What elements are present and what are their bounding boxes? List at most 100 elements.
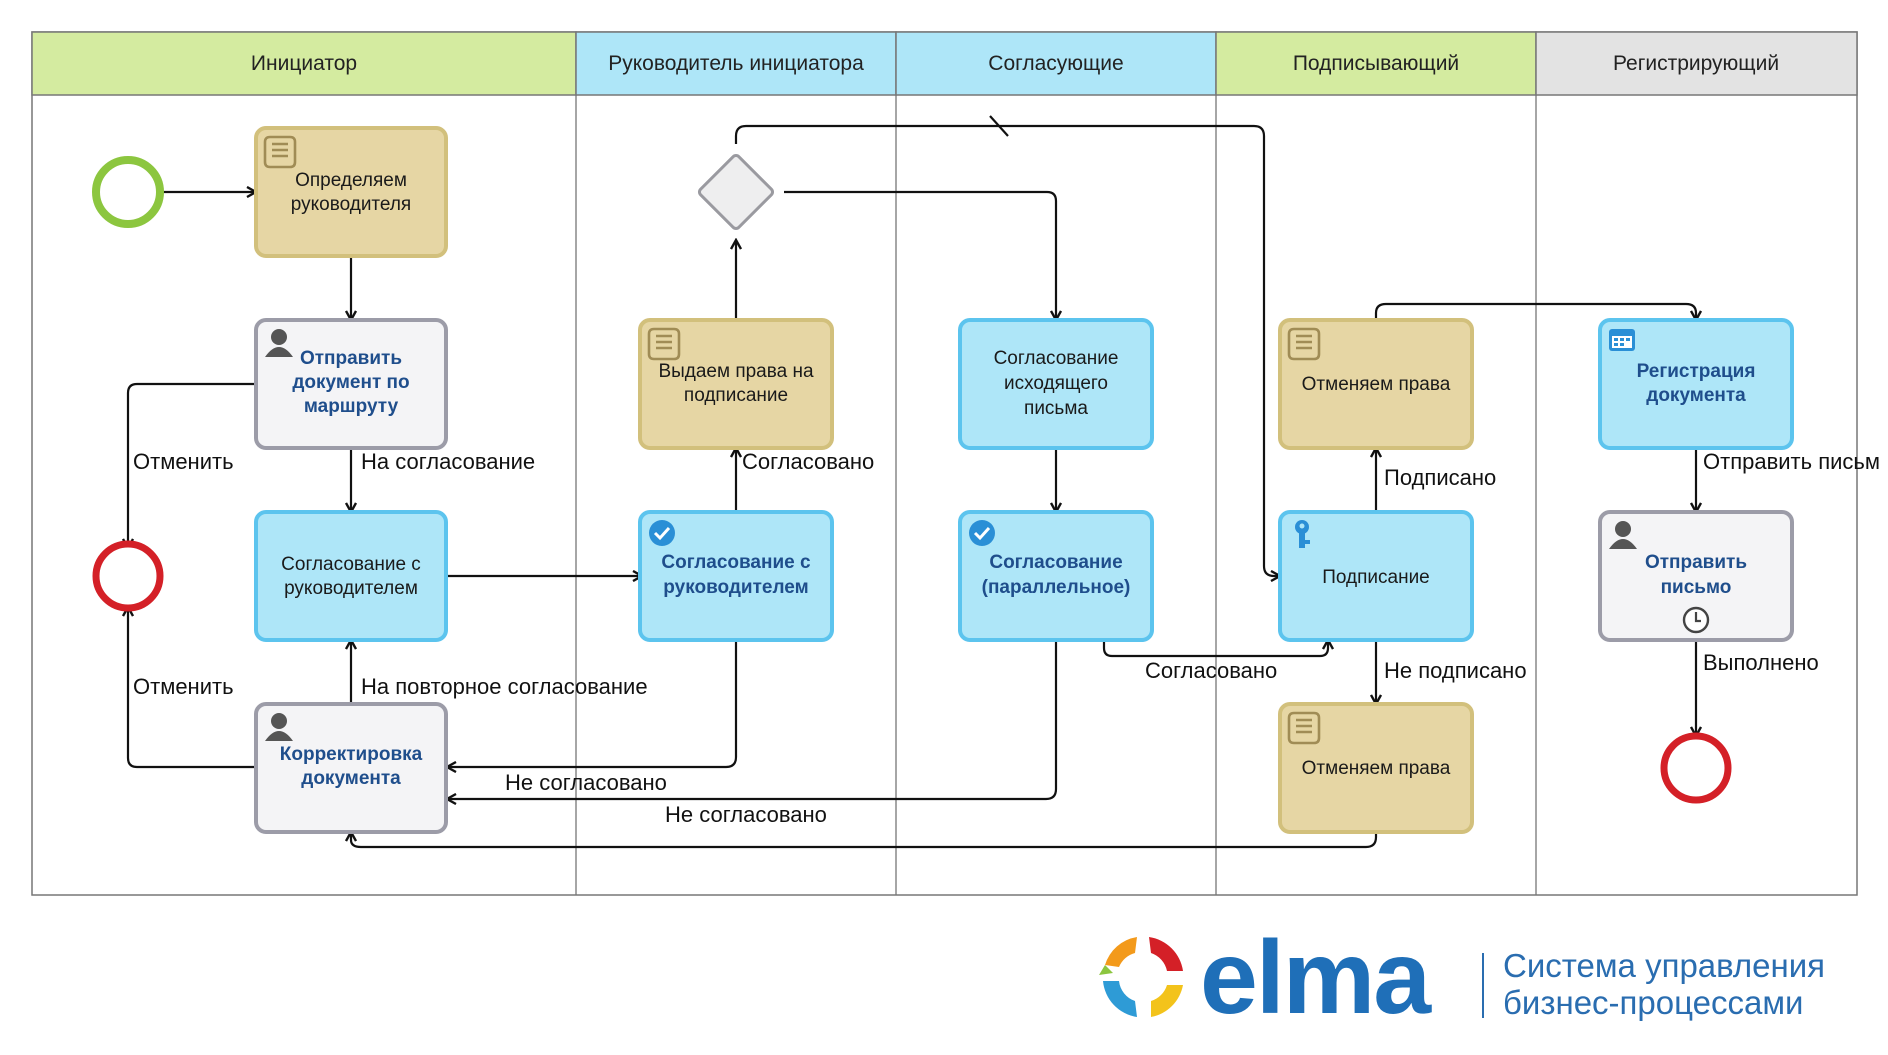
logo-tagline-line-2: бизнес-процессами [1503, 984, 1803, 1021]
task-line: руководителем [284, 578, 418, 599]
task-line: Согласование с [281, 554, 421, 575]
flow-gateway-to-outgoing [784, 190, 1056, 320]
flow-label-cancel-top: Отменить [133, 449, 234, 474]
start-event [92, 156, 164, 228]
brand-text: elma [1200, 920, 1432, 1036]
lane-dividers [575, 95, 1537, 895]
task-line: руководителя [291, 194, 411, 215]
flow-label-approved-parallel: Согласовано [1145, 658, 1277, 683]
task-line: документа [301, 768, 401, 789]
lane-title-manager: Руководитель инициатора [608, 52, 864, 75]
task-label: Согласование исходящего письма [994, 348, 1119, 419]
flow-labels: Отменить На согласование Отменить На пов… [133, 449, 1888, 827]
task-line: подписание [684, 385, 788, 406]
script-icon [263, 135, 297, 169]
task-line: исходящего [1004, 373, 1108, 394]
flow-correction-cancel [128, 607, 256, 769]
logo-tagline-line-1: Система управления [1503, 947, 1825, 984]
flow-label-done: Выполнено [1703, 650, 1819, 675]
calendar-icon [1609, 329, 1635, 351]
task-approve-parallel[interactable]: Согласование (параллельное) [958, 510, 1154, 642]
task-line: Корректировка [280, 744, 423, 765]
lane-title-registrar: Регистрирующий [1613, 52, 1779, 75]
lane-title-initiator: Инициатор [251, 52, 357, 75]
task-line: Согласование [994, 348, 1119, 369]
flow-revoke2-to-correction [351, 832, 1378, 849]
task-approve-manager-initiator[interactable]: Согласование с руководителем [254, 510, 448, 642]
flow-label-signed: Подписано [1384, 465, 1496, 490]
task-line: Согласование [989, 552, 1122, 573]
flow-gateway-to-signing [734, 124, 1280, 576]
right-margin [1880, 0, 1888, 1055]
task-label: Корректировка документа [280, 744, 423, 789]
flow-label-re-approval: На повторное согласование [361, 674, 648, 699]
flow-label-not-approved-parallel: Не согласовано [665, 802, 827, 827]
cycle-arrows-icon [1099, 937, 1183, 1017]
lane-header-approvers [895, 31, 1217, 96]
task-line: Выдаем права на [658, 361, 814, 382]
task-line: письмо [1661, 577, 1732, 598]
user-icon [1609, 521, 1637, 549]
flow-send-cancel [128, 382, 256, 548]
flow-label-approved-manager: Согласовано [742, 449, 874, 474]
end-event-cancel [92, 540, 164, 612]
script-icon [1287, 711, 1321, 745]
task-line: Согласование с [661, 552, 811, 573]
exclusive-gateway [697, 153, 775, 231]
task-signing[interactable]: Подписание [1278, 510, 1474, 642]
task-revoke-rights-not-signed[interactable]: Отменяем права [1278, 702, 1474, 834]
task-label: Отменяем права [1302, 374, 1451, 395]
task-label: Отправить письмо [1645, 552, 1747, 598]
lane-headers [31, 31, 1858, 96]
lane-header-manager [575, 31, 897, 96]
task-line: Отправить [1645, 552, 1747, 573]
flow-parallel-approved [1102, 640, 1328, 658]
lane-header-registrar [1535, 31, 1858, 96]
script-icon [1287, 327, 1321, 361]
flow-parallel-not-approved [447, 640, 1058, 799]
task-define-manager[interactable]: Определяем руководителя [254, 126, 448, 258]
task-label: Определяем руководителя [291, 170, 411, 215]
flow-revoke1-to-registration [1374, 302, 1696, 320]
task-send-letter[interactable]: Отправить письмо [1598, 510, 1794, 642]
task-approve-outgoing[interactable]: Согласование исходящего письма [958, 318, 1154, 450]
task-line: Регистрация [1637, 361, 1756, 382]
task-line: Отправить [300, 348, 402, 369]
task-line: документ по [292, 372, 409, 393]
task-label: Согласование с руководителем [281, 554, 421, 599]
key-icon [1295, 520, 1310, 548]
task-line: руководителем [663, 577, 808, 598]
task-grant-rights[interactable]: Выдаем права на подписание [638, 318, 834, 450]
end-event-done [1660, 732, 1732, 804]
task-label: Согласование (параллельное) [982, 552, 1131, 598]
task-line: (параллельное) [982, 577, 1131, 598]
task-correction[interactable]: Корректировка документа [254, 702, 448, 834]
task-revoke-rights-signed[interactable]: Отменяем права [1278, 318, 1474, 450]
script-icon [647, 327, 681, 361]
sequence-flows [128, 115, 1696, 849]
timer-icon [1682, 606, 1710, 634]
check-circle-icon [969, 520, 995, 546]
task-line: письма [1024, 398, 1088, 419]
flow-label-send-letter: Отправить письмо [1703, 449, 1888, 474]
task-label: Подписание [1322, 567, 1430, 588]
lane-title-approvers: Согласующие [988, 52, 1123, 75]
task-label: Согласование с руководителем [661, 552, 811, 598]
flow-label-to-approval: На согласование [361, 449, 535, 474]
flow-label-cancel-bottom: Отменить [133, 674, 234, 699]
task-approve-manager[interactable]: Согласование с руководителем [638, 510, 834, 642]
flow-label-not-signed: Не подписано [1384, 658, 1527, 683]
flow-approve2-not-approved [447, 640, 738, 767]
brand-wordmark: elma [1200, 920, 1434, 1036]
task-line: Определяем [295, 170, 407, 191]
flow-label-not-approved-manager: Не согласовано [505, 770, 667, 795]
lane-header-initiator [31, 31, 577, 96]
task-label: Выдаем права на подписание [658, 361, 814, 406]
lane-header-signer [1215, 31, 1537, 96]
elma-logo: elma Система управления бизнес-процессам… [1099, 920, 1825, 1036]
